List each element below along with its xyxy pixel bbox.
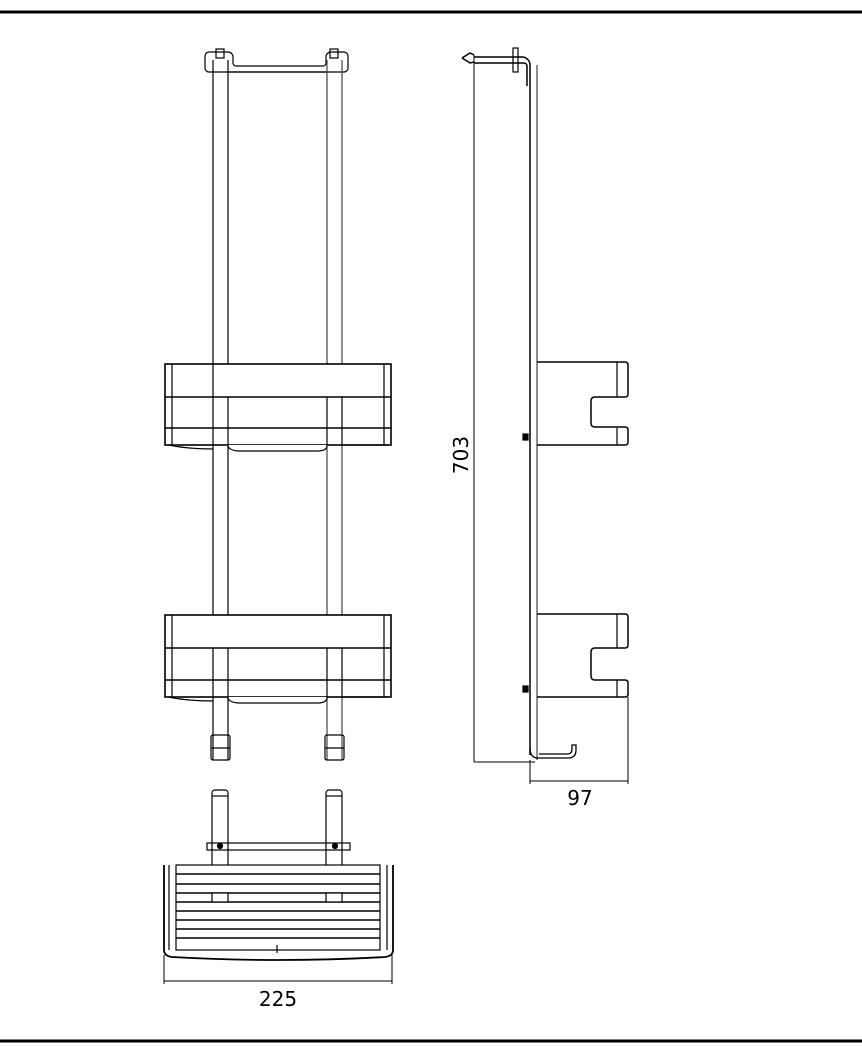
height-label: 703: [449, 436, 473, 474]
upper-shelf-side: [537, 361, 629, 446]
lower-shelf-side: [537, 613, 629, 698]
depth-label: 97: [567, 786, 592, 810]
top-bracket: [204, 48, 349, 73]
front-view: [164, 48, 392, 761]
lower-basket-front: [164, 614, 392, 704]
bottom-hook: [529, 744, 577, 759]
top-hook: [461, 52, 531, 755]
post-feet: [210, 734, 345, 761]
height-dimension: [473, 55, 535, 763]
wall-clip: [512, 47, 519, 73]
depth-dimension: [529, 697, 629, 784]
upper-basket-front: [164, 363, 392, 452]
width-dimension: [163, 955, 393, 984]
side-view: [461, 47, 629, 760]
width-label: 225: [259, 987, 297, 1011]
plan-view: [163, 789, 394, 961]
crossbar: [206, 842, 351, 851]
basket-plan: [163, 865, 394, 961]
